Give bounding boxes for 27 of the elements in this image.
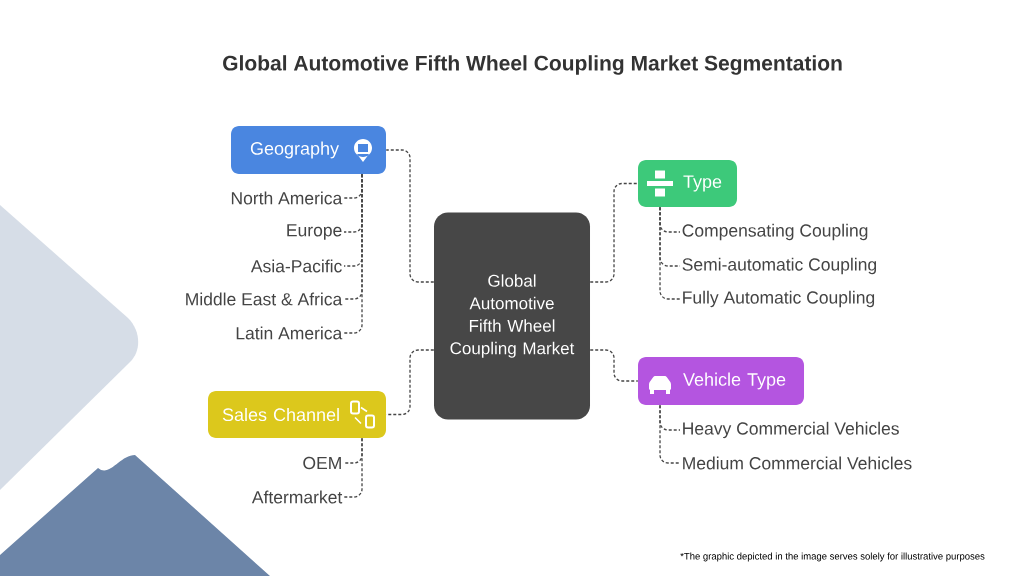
footnote: *The graphic depicted in the image serves solely for illustrative purposes [680,552,985,562]
center-box: Global Automotive Fifth Wheel Coupling Market [434,212,590,420]
category-box: Vehicle Type [638,357,804,405]
segment-label: Latin America [236,326,343,340]
category-box: Geography [231,126,386,174]
connector [343,437,363,498]
connector [385,349,435,416]
segment-label: OEM [303,456,341,470]
segment-label: Medium Commercial Vehicles [683,456,912,470]
segment-label: Fully Automatic Coupling [683,290,875,308]
connector [659,404,681,464]
segment-label: Asia-Pacific [250,259,342,273]
connector [343,173,363,334]
category-box: Type [638,160,737,207]
segment-label: Europe [287,224,342,240]
segment-label: Aftermarket [251,490,343,504]
segment-label: North America [231,191,343,205]
segment-label: Compensating Coupling [682,223,868,241]
segment-label: Semi-automatic Coupling [682,257,877,275]
title: Global Automotive Fifth Wheel Coupling Market Segmentation [223,55,842,75]
connector [659,206,681,300]
connector [589,182,639,283]
segment-label: Middle East & Africa [186,292,343,306]
segment-label: Heavy Commercial Vehicles [683,421,899,439]
connector [385,149,435,283]
connector [589,349,639,382]
category-box: Sales Channel [208,391,386,438]
